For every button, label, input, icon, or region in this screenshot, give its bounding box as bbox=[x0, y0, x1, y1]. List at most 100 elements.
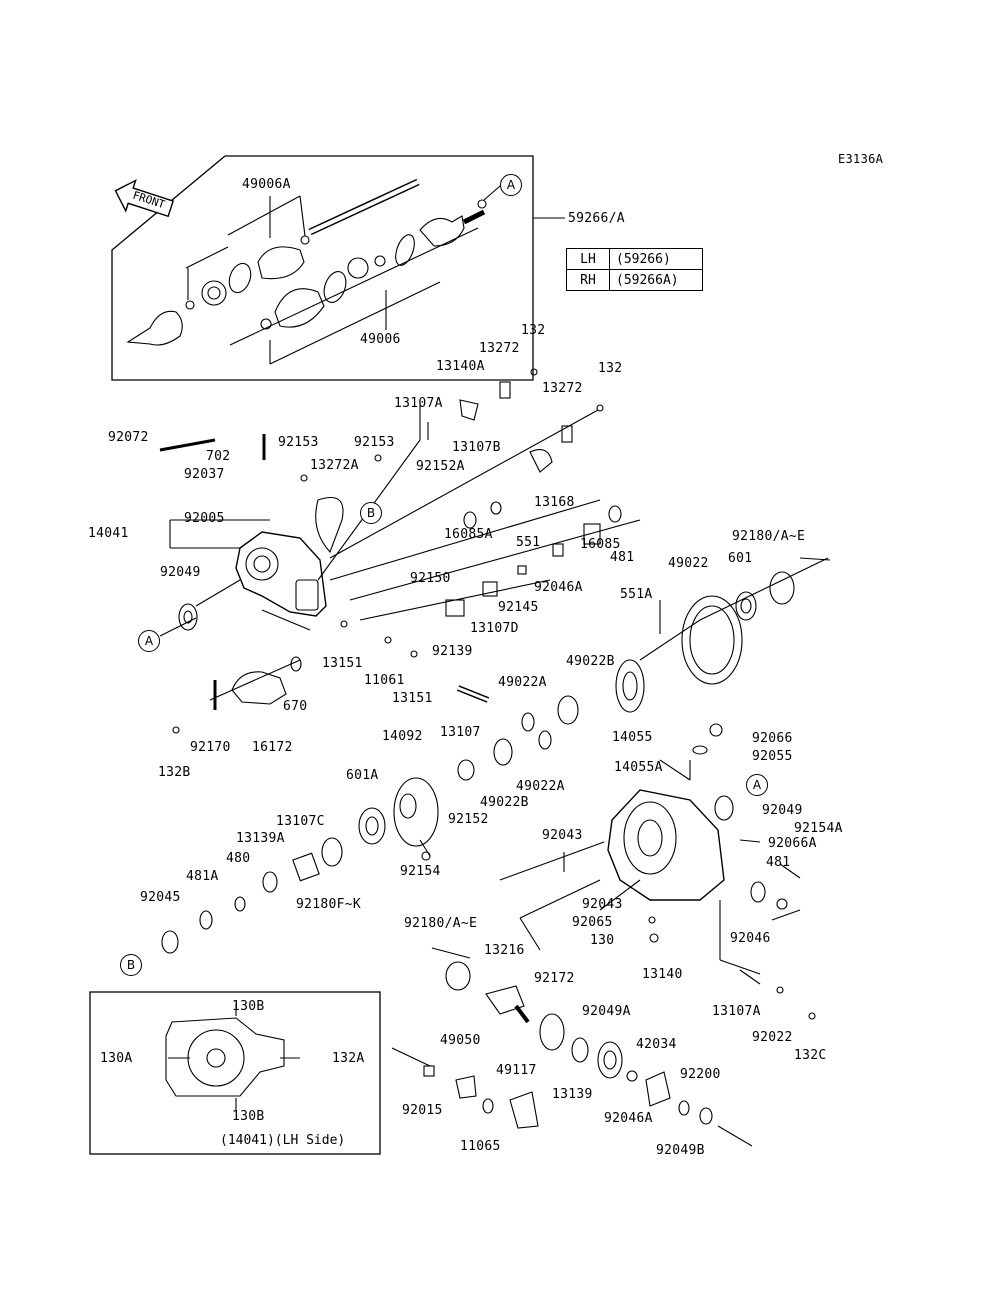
part-label[interactable]: 13151 bbox=[322, 656, 363, 671]
part-label[interactable]: 481 bbox=[766, 855, 791, 870]
part-label[interactable]: 92072 bbox=[108, 430, 149, 445]
part-label[interactable]: 601 bbox=[728, 551, 753, 566]
part-label[interactable]: 92154 bbox=[400, 864, 441, 879]
inset-box bbox=[89, 991, 381, 1155]
part-label[interactable]: 13272 bbox=[479, 341, 520, 356]
part-label[interactable]: 42034 bbox=[636, 1037, 677, 1052]
part-label[interactable]: 92046A bbox=[534, 580, 583, 595]
part-label[interactable]: 13168 bbox=[534, 495, 575, 510]
part-label[interactable]: 601A bbox=[346, 768, 379, 783]
part-label[interactable]: 92005 bbox=[184, 511, 225, 526]
part-label[interactable]: 49022 bbox=[668, 556, 709, 571]
part-label[interactable]: 92049 bbox=[762, 803, 803, 818]
part-label[interactable]: 92046 bbox=[730, 931, 771, 946]
part-label[interactable]: 13107C bbox=[276, 814, 325, 829]
part-label[interactable]: 92015 bbox=[402, 1103, 443, 1118]
part-label[interactable]: 49006A bbox=[242, 177, 291, 192]
part-label[interactable]: 92046A bbox=[604, 1111, 653, 1126]
part-label[interactable]: 92043 bbox=[582, 897, 623, 912]
part-label[interactable]: 13107A bbox=[712, 1004, 761, 1019]
ref-circle-b: B bbox=[120, 954, 142, 976]
part-label[interactable]: 14055A bbox=[614, 760, 663, 775]
part-label[interactable]: 14092 bbox=[382, 729, 423, 744]
part-label[interactable]: 92066A bbox=[768, 836, 817, 851]
part-label[interactable]: 92065 bbox=[572, 915, 613, 930]
part-label[interactable]: 11061 bbox=[364, 673, 405, 688]
part-label[interactable]: 551 bbox=[516, 535, 541, 550]
part-label[interactable]: 49117 bbox=[496, 1063, 537, 1078]
part-label[interactable]: 49022B bbox=[566, 654, 615, 669]
inset-label[interactable]: 132A bbox=[332, 1051, 365, 1066]
part-label[interactable]: 49050 bbox=[440, 1033, 481, 1048]
part-label[interactable]: 92049B bbox=[656, 1143, 705, 1158]
part-label[interactable]: 92200 bbox=[680, 1067, 721, 1082]
inset-label[interactable]: 130B bbox=[232, 1109, 265, 1124]
part-label[interactable]: 132C bbox=[794, 1048, 827, 1063]
part-label[interactable]: 92172 bbox=[534, 971, 575, 986]
part-label[interactable]: 92180F~K bbox=[296, 897, 362, 912]
code-cell: (59266A) bbox=[609, 269, 703, 291]
inset-label[interactable]: 130B bbox=[232, 999, 265, 1014]
part-label[interactable]: 13272A bbox=[310, 458, 359, 473]
part-label[interactable]: 92180/A~E bbox=[732, 529, 806, 544]
part-label[interactable]: 13272 bbox=[542, 381, 583, 396]
part-label[interactable]: 92055 bbox=[752, 749, 793, 764]
part-label[interactable]: 16172 bbox=[252, 740, 293, 755]
part-label[interactable]: 49022A bbox=[498, 675, 547, 690]
part-label[interactable]: 59266/A bbox=[568, 211, 625, 226]
part-label[interactable]: 11065 bbox=[460, 1139, 501, 1154]
part-label[interactable]: 13107B bbox=[452, 440, 501, 455]
part-label[interactable]: 49006 bbox=[360, 332, 401, 347]
part-label[interactable]: 92049 bbox=[160, 565, 201, 580]
part-label[interactable]: 130 bbox=[590, 933, 615, 948]
part-label[interactable]: 551A bbox=[620, 587, 653, 602]
side-code-table: LH (59266) RH (59266A) bbox=[566, 248, 703, 291]
part-label[interactable]: 480 bbox=[226, 851, 251, 866]
part-label[interactable]: 132 bbox=[598, 361, 623, 376]
part-label[interactable]: 92043 bbox=[542, 828, 583, 843]
part-label[interactable]: 481A bbox=[186, 869, 219, 884]
part-label[interactable]: 13140A bbox=[436, 359, 485, 374]
part-label[interactable]: 16085 bbox=[580, 537, 621, 552]
part-label[interactable]: 92045 bbox=[140, 890, 181, 905]
drive-shaft-box bbox=[111, 155, 565, 381]
part-label[interactable]: 481 bbox=[610, 550, 635, 565]
part-label[interactable]: 13216 bbox=[484, 943, 525, 958]
part-label[interactable]: 49022B bbox=[480, 795, 529, 810]
part-label[interactable]: 92152A bbox=[416, 459, 465, 474]
part-label[interactable]: 92139 bbox=[432, 644, 473, 659]
part-label[interactable]: 13139 bbox=[552, 1087, 593, 1102]
gear-case-14041 bbox=[235, 531, 327, 617]
part-label[interactable]: 92170 bbox=[190, 740, 231, 755]
part-label[interactable]: 14055 bbox=[612, 730, 653, 745]
part-label[interactable]: 92145 bbox=[498, 600, 539, 615]
part-label[interactable]: 702 bbox=[206, 449, 231, 464]
part-label[interactable]: 92180/A~E bbox=[404, 916, 478, 931]
part-label[interactable]: 13139A bbox=[236, 831, 285, 846]
part-label[interactable]: 92049A bbox=[582, 1004, 631, 1019]
part-label[interactable]: 92153 bbox=[278, 435, 319, 450]
part-label[interactable]: 49022A bbox=[516, 779, 565, 794]
part-label[interactable]: 13107A bbox=[394, 396, 443, 411]
inset-caption: (14041)(LH Side) bbox=[220, 1133, 346, 1148]
part-label[interactable]: 16085A bbox=[444, 527, 493, 542]
side-cell: RH bbox=[566, 269, 610, 291]
inset-label[interactable]: 130A bbox=[100, 1051, 133, 1066]
part-label[interactable]: 92037 bbox=[184, 467, 225, 482]
part-shapes bbox=[161, 368, 831, 1147]
part-label[interactable]: 92022 bbox=[752, 1030, 793, 1045]
part-label[interactable]: 92150 bbox=[410, 571, 451, 586]
part-label[interactable]: 670 bbox=[283, 699, 308, 714]
part-label[interactable]: 132B bbox=[158, 765, 191, 780]
code-cell: (59266) bbox=[609, 248, 703, 270]
part-label[interactable]: 13107D bbox=[470, 621, 519, 636]
part-label[interactable]: 13140 bbox=[642, 967, 683, 982]
part-label[interactable]: 13151 bbox=[392, 691, 433, 706]
part-label[interactable]: 92153 bbox=[354, 435, 395, 450]
part-label[interactable]: 13107 bbox=[440, 725, 481, 740]
part-label[interactable]: 92066 bbox=[752, 731, 793, 746]
part-label[interactable]: 92154A bbox=[794, 821, 843, 836]
part-label[interactable]: 132 bbox=[521, 323, 546, 338]
part-label[interactable]: 92152 bbox=[448, 812, 489, 827]
part-label[interactable]: 14041 bbox=[88, 526, 129, 541]
